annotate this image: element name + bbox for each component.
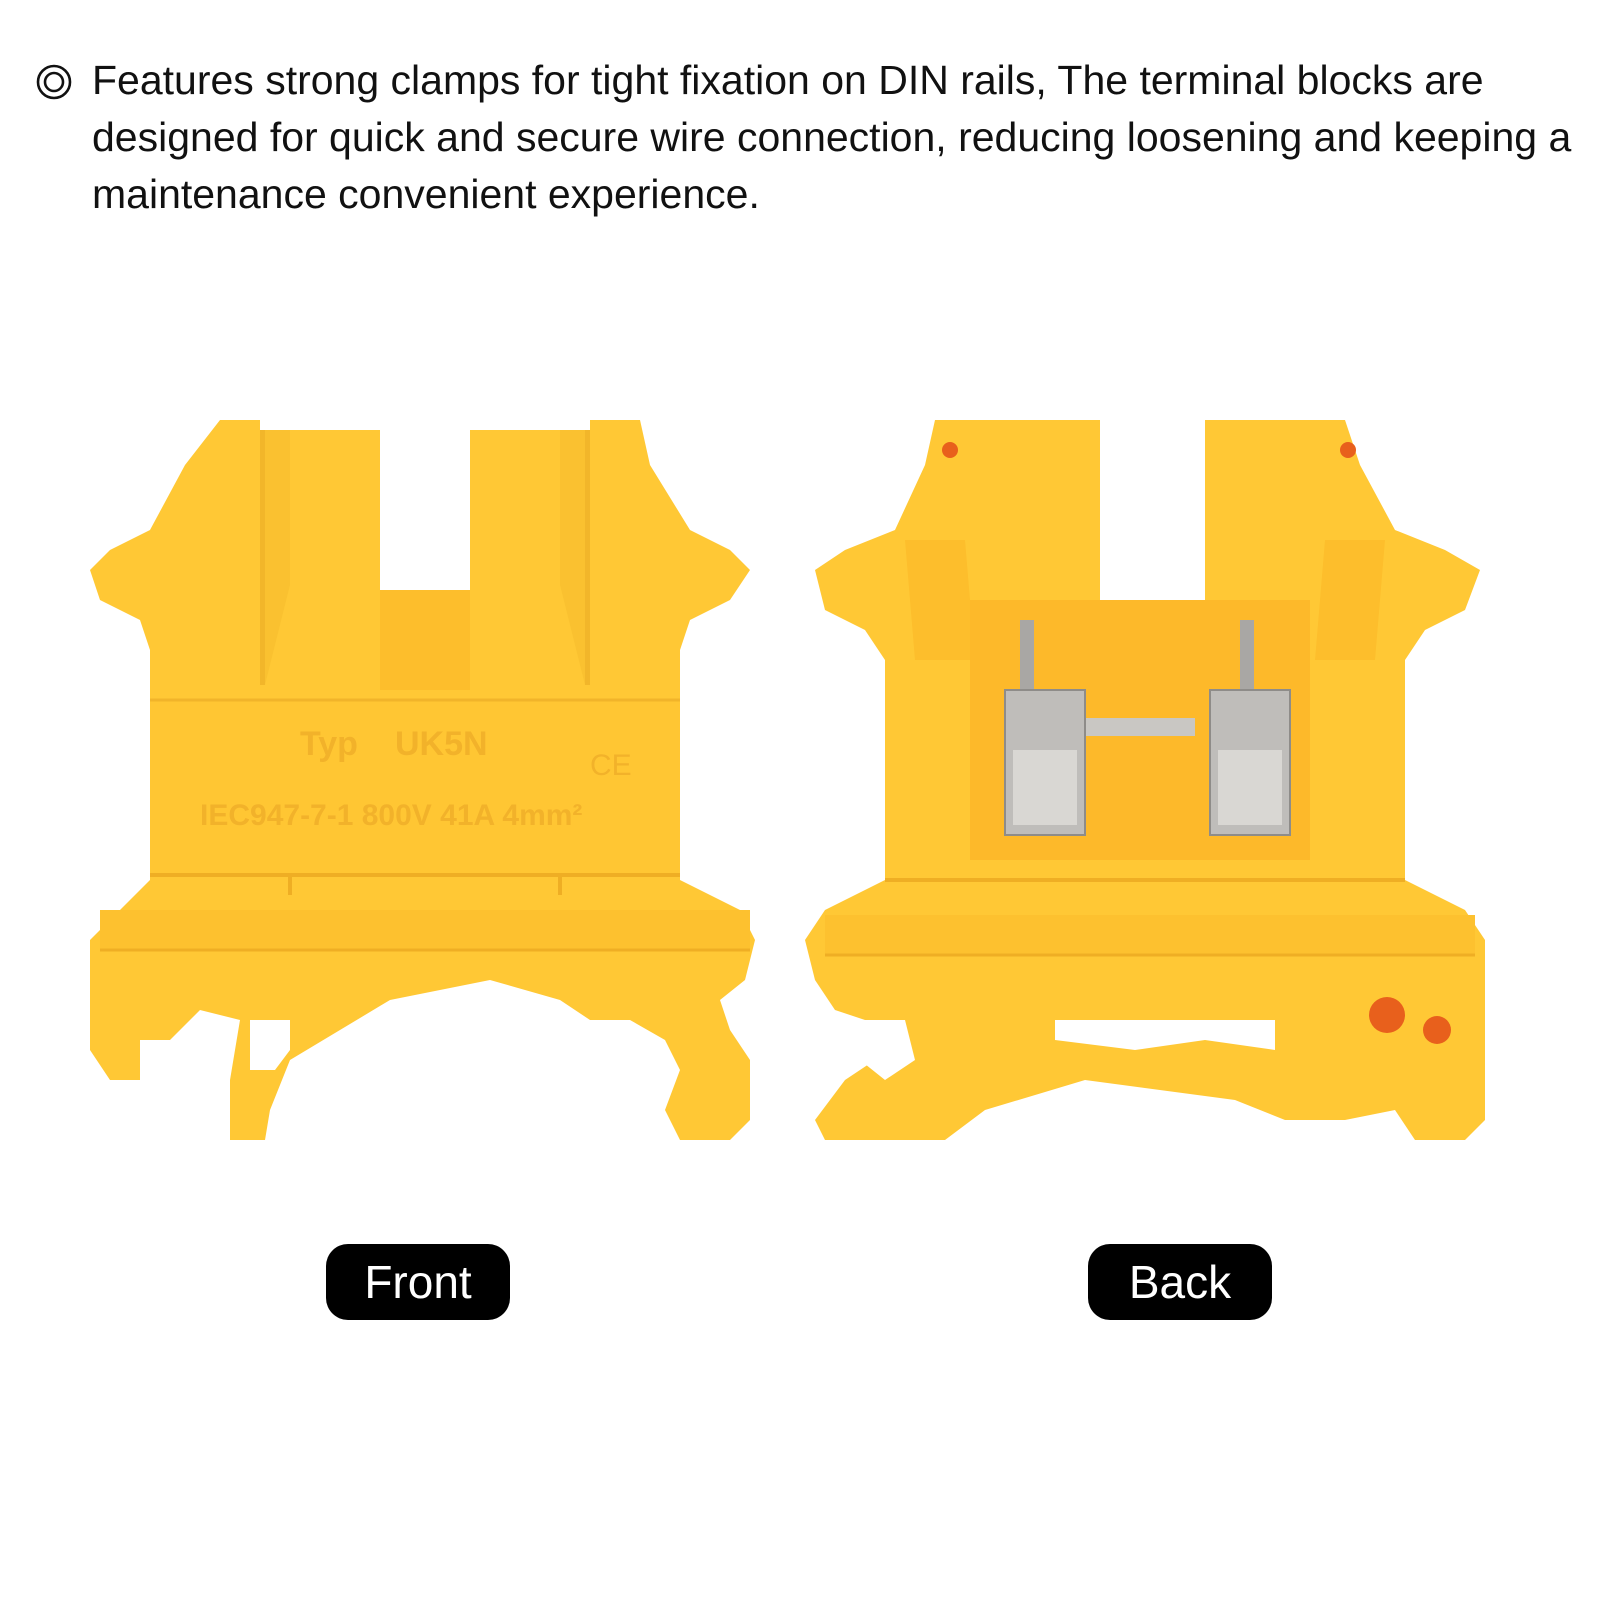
back-hole-bottom-large [1369,997,1405,1033]
feature-description: Features strong clamps for tight fixatio… [34,52,1574,223]
front-label: Front [326,1244,510,1320]
back-hole-top-right [1340,442,1356,458]
back-busbar [1085,718,1195,736]
front-marking-type: Typ [300,725,358,763]
back-screw-right [1240,620,1254,700]
front-view-image: Typ UK5N CE IEC947-7-1 800V 41A 4mm² [90,420,770,1160]
front-marking-model: UK5N [395,725,488,763]
double-circle-icon [36,64,72,100]
back-hole-top-left [942,442,958,458]
back-screw-left [1020,620,1034,700]
front-marking-ce: CE [590,749,632,782]
back-label: Back [1088,1244,1272,1320]
front-marking-spec: IEC947-7-1 800V 41A 4mm² [200,799,582,832]
back-view-image [805,420,1495,1160]
feature-text: Features strong clamps for tight fixatio… [92,57,1572,217]
back-hole-bottom-small [1423,1016,1451,1044]
